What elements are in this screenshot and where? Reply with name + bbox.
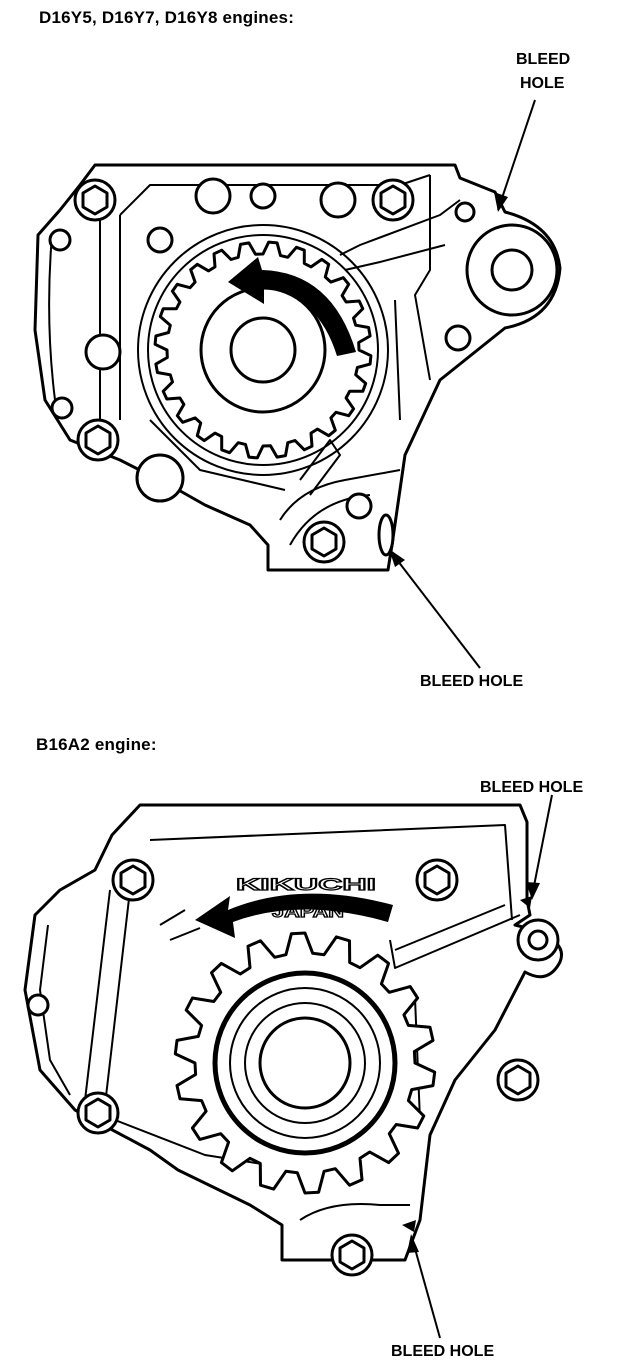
figure1-bolt-bottom-left: [78, 420, 118, 460]
figure1-rotation-arrow: [228, 257, 356, 356]
figure1-top-label-line2: HOLE: [520, 75, 565, 92]
figure2-bleed-hole-bottom: [402, 1220, 416, 1232]
figure1-bottom-bleed-hole-label: BLEED HOLE: [420, 673, 524, 690]
figure2-bottom-bleed-hole-label: BLEED HOLE: [391, 1343, 495, 1360]
figure1-top-bleed-hole-label: BLEED HOLE: [516, 48, 570, 96]
figure2-heading: B16A2 engine:: [36, 735, 157, 754]
figure2-bolt-right: [498, 1060, 538, 1100]
figure1-bolt-top-left: [75, 180, 115, 220]
figure2-bolt-bottom: [332, 1235, 372, 1275]
figure1-bolt-bottom: [304, 522, 344, 562]
figure2-top-bleed-hole-label: BLEED HOLE: [480, 779, 584, 796]
figure1-bleed-hole-bottom: [379, 515, 393, 555]
figure2-bolt-top-right: [417, 860, 457, 900]
figure2-emboss-brand: KIKUCHI: [236, 875, 376, 894]
figure1-heading: D16Y5, D16Y7, D16Y8 engines:: [39, 8, 295, 27]
figure1-bolt-top-right: [373, 180, 413, 220]
figure2-rotation-arrow: [195, 893, 393, 938]
figure2-bolt-top-left: [113, 860, 153, 900]
figure1-water-pump-diagram: [0, 0, 640, 720]
figure2-water-pump-diagram: KIKUCHI JAPAN: [0, 700, 640, 1366]
figure2-bleed-hole-top: [520, 896, 532, 908]
figure2-bolt-bottom-left: [78, 1093, 118, 1133]
figure1-top-label-line1: BLEED: [516, 51, 571, 68]
